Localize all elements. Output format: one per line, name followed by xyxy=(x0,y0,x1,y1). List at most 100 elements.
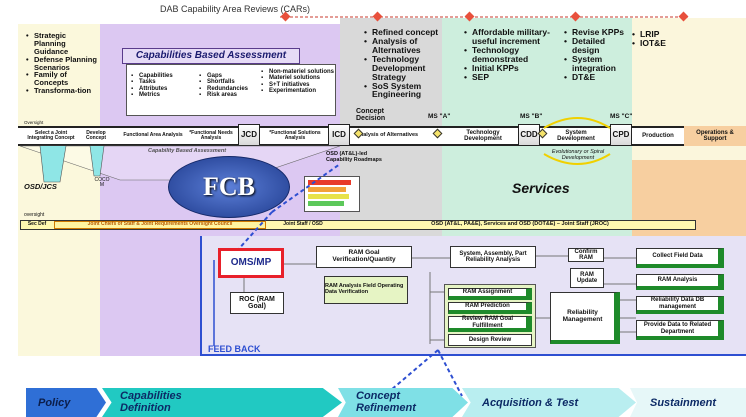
cba-item: Risk areas xyxy=(199,92,248,99)
cba-item: Redundancies xyxy=(199,86,248,93)
cba-sub-label: Capability Based Assessment xyxy=(148,148,226,154)
dab-timeline xyxy=(280,11,689,22)
concept-item: Refined concept xyxy=(364,28,444,37)
ms-a-label: MS "A" xyxy=(428,113,451,120)
reliability-db-box: Reliability Data DB management xyxy=(636,296,724,314)
concept-item: Technology Development Strategy xyxy=(364,54,444,82)
cba-item: Non-materiel solutions xyxy=(261,69,335,76)
dab-title: DAB Capability Area Reviews (CARs) xyxy=(160,4,311,14)
concept-item: SoS System Engineering xyxy=(364,81,444,100)
policy-item: Strategic Planning Guidance xyxy=(26,32,98,56)
phase-capabilities: Capabilities Definition xyxy=(102,388,342,417)
phase-policy-label: Policy xyxy=(38,396,71,409)
acq-item: SEP xyxy=(464,72,550,82)
joint-chiefs-box: Joint Chiefs of Staff & Joint Requiremen… xyxy=(54,221,266,229)
icd-box: ICD xyxy=(328,124,350,146)
cba-item: Tasks xyxy=(131,79,173,86)
oversight-label: oversight xyxy=(24,212,45,218)
step-select-concept: Select a Joint Integrating Concept xyxy=(26,128,76,144)
osd-roadmaps-label: OSD (AT&L)-led Capability Roadmaps xyxy=(326,151,382,163)
reliability-mgmt-box: Reliability Management xyxy=(550,292,620,344)
acq-item: Initial KPPs xyxy=(464,63,550,73)
roc-box: ROC (RAM Goal) xyxy=(230,292,284,314)
kpp-item: Detailed design xyxy=(564,36,628,55)
concept-decision: Concept Decision xyxy=(356,108,386,123)
cba-col1: Capabilities Tasks Attributes Metrics xyxy=(131,73,173,98)
acq-item: Affordable military-useful increment xyxy=(464,28,550,46)
policy-list: Strategic Planning Guidance Defense Plan… xyxy=(26,32,98,95)
policy-item: Transforma-tion xyxy=(26,87,98,95)
lrip-item: LRIP xyxy=(632,30,692,39)
cba-col2: Gaps Shortfalls Redundancies Risk areas xyxy=(199,73,248,98)
step-functional-solutions: *Functional Solutions Analysis xyxy=(264,128,326,144)
system-reliability-box: System, Assembly, Part Reliability Analy… xyxy=(450,246,536,268)
confirm-ram-box: Confirm RAM xyxy=(568,248,604,262)
cba-item: Metrics xyxy=(131,92,173,99)
cba-box: Capabilities Tasks Attributes Metrics Ga… xyxy=(126,64,336,116)
ram-analysis-field-box: RAM Analysis Field Operating Data Verifi… xyxy=(324,276,408,304)
provide-data-box: Provide Data to Related Department xyxy=(636,320,724,340)
policy-item: Defense Planning Scenarios xyxy=(26,55,98,72)
kpp-list: Revise KPPs Detailed design System integ… xyxy=(564,28,628,82)
osd-jcs-label: OSD/JCS xyxy=(24,182,57,191)
kpp-item: System integration xyxy=(564,54,628,73)
step-system-development: System Development xyxy=(557,129,595,142)
evolutionary-loop xyxy=(543,117,611,165)
concept-list: Refined concept Analysis of Alternatives… xyxy=(364,28,444,99)
phase-concept: Concept Refinement xyxy=(338,388,468,417)
step-production: Production xyxy=(642,132,674,139)
step-technology-development: Technology Development xyxy=(464,129,502,142)
services-label: Services xyxy=(512,180,570,196)
acquisition-list: Affordable military-useful increment Tec… xyxy=(464,28,550,82)
feedback-label: FEED BACK xyxy=(208,344,261,354)
phase-sustainment: Sustainment xyxy=(630,388,746,417)
kpp-item: DT&E xyxy=(564,72,628,82)
oversight-small-label: Oversight xyxy=(24,120,44,125)
cba-item: S+T initiatives xyxy=(261,82,335,89)
step-analysis-alternatives: Analysis of Alternatives xyxy=(355,132,419,139)
cba-item: Gaps xyxy=(199,73,248,80)
lrip-list: LRIP IOT&E xyxy=(632,30,692,48)
phase-acquisition: Acquisition & Test xyxy=(462,388,636,417)
cba-item: Attributes xyxy=(131,86,173,93)
cba-item: Experimentation xyxy=(261,88,335,95)
joint-staff-box: Joint Staff / OSD xyxy=(270,221,336,229)
ram-prediction-box: RAM Prediction xyxy=(448,302,532,314)
step-functional-area: Functional Area Analysis xyxy=(122,128,184,144)
ms-c-label: MS "C" xyxy=(610,113,633,120)
fcb-oval: FCB xyxy=(168,156,290,218)
ram-assignment-box: RAM Assignment xyxy=(448,288,532,300)
osd-services-box: OSD (AT&L, PA&E), Services and OSD (DOT&… xyxy=(350,221,690,229)
cba-item: Capabilities xyxy=(131,73,173,80)
cba-title: Capabilities Based Assessment xyxy=(122,48,300,64)
cba-col3: Non-materiel solutions Materiel solution… xyxy=(261,69,335,94)
cocom-label: COCO M xyxy=(94,177,110,189)
acq-item: Technology demonstrated xyxy=(464,45,550,64)
review-goal-box: Review RAM Goal Fulfillment xyxy=(448,316,532,332)
ram-goal-verif-box: RAM Goal Verification/Quantity xyxy=(316,246,412,268)
phase-sustainment-label: Sustainment xyxy=(650,396,717,409)
phase-acquisition-label: Acquisition & Test xyxy=(482,396,579,409)
kpp-item: Revise KPPs xyxy=(564,28,628,37)
fcb-label: FCB xyxy=(203,172,255,201)
cpd-box: CPD xyxy=(610,124,632,146)
phase-policy: Policy xyxy=(26,388,106,417)
cba-item: Shortfalls xyxy=(199,79,248,86)
collect-field-box: Collect Field Data xyxy=(636,248,724,268)
step-operations-support: Operations & Support xyxy=(684,126,746,146)
jcd-box: JCD xyxy=(238,124,260,146)
ms-b-label: MS "B" xyxy=(520,113,543,120)
evolutionary-label: Evolutionary or Spiral Development xyxy=(551,149,605,161)
concept-item: Analysis of Alternatives xyxy=(364,36,444,55)
ram-analysis2-box: RAM Analysis xyxy=(636,274,724,290)
cba-item: Materiel solutions xyxy=(261,75,335,82)
ram-update-box: RAM Update xyxy=(570,268,604,288)
step-develop-concept: Develop Concept xyxy=(78,128,114,144)
secdef-box: Sec Def xyxy=(22,221,52,229)
phase-capabilities-label: Capabilities Definition xyxy=(120,389,182,414)
phase-concept-label: Concept Refinement xyxy=(356,389,416,414)
step-functional-needs: *Functional Needs Analysis xyxy=(186,128,236,144)
design-review-box: Design Review xyxy=(448,334,532,346)
oms-mp-box: OMS/MP xyxy=(218,248,284,278)
